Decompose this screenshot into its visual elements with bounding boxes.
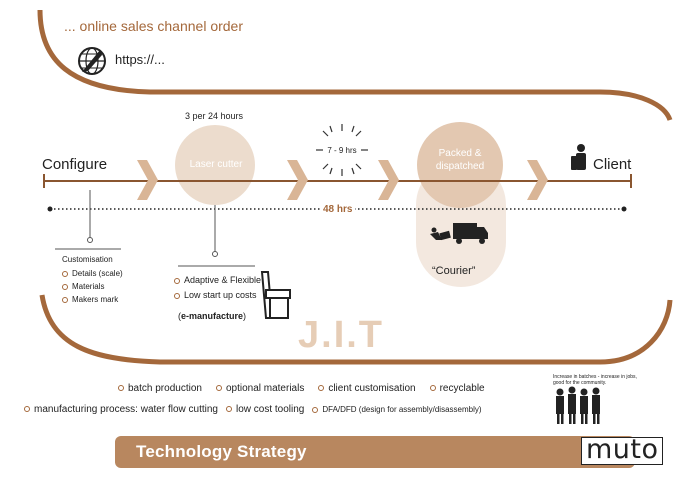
courier-label: “Courier” <box>432 265 476 277</box>
list-item: batch production <box>118 383 202 394</box>
dotted-line-end <box>621 206 627 212</box>
bullet-icon <box>215 385 222 392</box>
channel-title: ... online sales channel order <box>64 18 243 34</box>
list-item: Materials <box>62 282 123 291</box>
laser-cutter-circle <box>175 125 255 205</box>
packed-circle <box>417 122 503 208</box>
bullet-icon <box>62 270 68 277</box>
bullet-icon <box>62 283 68 290</box>
bullet-icon <box>118 385 124 392</box>
clock-icon <box>316 124 368 176</box>
bullet-icon <box>24 406 30 413</box>
top-swoosh-line <box>37 9 673 122</box>
globe-icon <box>78 47 106 75</box>
list-item: Adaptive & Flexible <box>174 275 261 285</box>
client-person-icon <box>571 144 586 170</box>
configure-label: Configure <box>42 156 108 173</box>
bullet-icon <box>62 296 68 303</box>
list-item: optional materials <box>215 383 304 394</box>
list-item: recyclable <box>429 383 485 394</box>
list-item: Makers mark <box>62 295 123 304</box>
brand-logo-box <box>581 437 663 465</box>
bullets-row-1: batch production optional materials clie… <box>118 383 485 394</box>
packed-dispatched-label: Packed & dispatched <box>435 148 485 172</box>
manufacture-note: (e-manufacture) <box>178 311 247 321</box>
list-item: low cost tooling <box>225 404 304 415</box>
manufacture-connector-node <box>212 251 218 257</box>
manufacture-list: Adaptive & Flexible Low start up costs <box>174 275 261 300</box>
laser-cutter-label: Laser cutter <box>189 159 243 170</box>
chair-icon <box>260 271 291 319</box>
client-label: Client <box>593 156 632 173</box>
chevron-icon <box>137 160 158 200</box>
list-item: Low start up costs <box>174 290 261 300</box>
footer-banner <box>115 436 635 468</box>
businessmen-group-icon <box>556 386 600 424</box>
dotted-line-start <box>47 206 53 212</box>
list-item: Details (scale) <box>62 269 123 278</box>
duration-label: 48 hrs <box>320 204 356 215</box>
list-item: DFA/DFD (design for assembly/disassembly… <box>312 405 482 414</box>
bullet-icon <box>174 277 180 284</box>
bottom-swoosh-line <box>39 294 673 365</box>
customisation-heading: Customisation <box>62 255 113 264</box>
time-label: 7 - 9 hrs <box>327 146 357 155</box>
community-note: Increase in batches - increase in jobs, … <box>553 374 637 386</box>
bullet-icon <box>429 385 436 392</box>
brand-logo: muto <box>586 434 659 465</box>
chevron-icon <box>527 160 548 200</box>
bullet-icon <box>312 406 319 413</box>
chevron-icon <box>287 160 308 200</box>
rate-label: 3 per 24 hours <box>185 111 244 121</box>
jit-label: J.I.T <box>298 314 385 356</box>
footer-title: Technology Strategy <box>136 442 307 461</box>
customisation-list: Details (scale) Materials Makers mark <box>62 269 123 304</box>
bullet-icon <box>225 406 232 413</box>
list-item: client customisation <box>318 383 416 394</box>
list-item: manufacturing process: water flow cuttin… <box>24 404 218 415</box>
chevron-icon <box>378 160 399 200</box>
truck-icon <box>430 223 488 244</box>
bullet-icon <box>174 292 180 299</box>
customisation-connector-node <box>87 237 93 243</box>
url-text: https://... <box>115 52 165 67</box>
chevron-arrows <box>137 160 548 200</box>
bullet-icon <box>318 385 325 392</box>
bullets-row-2: manufacturing process: water flow cuttin… <box>24 404 482 415</box>
